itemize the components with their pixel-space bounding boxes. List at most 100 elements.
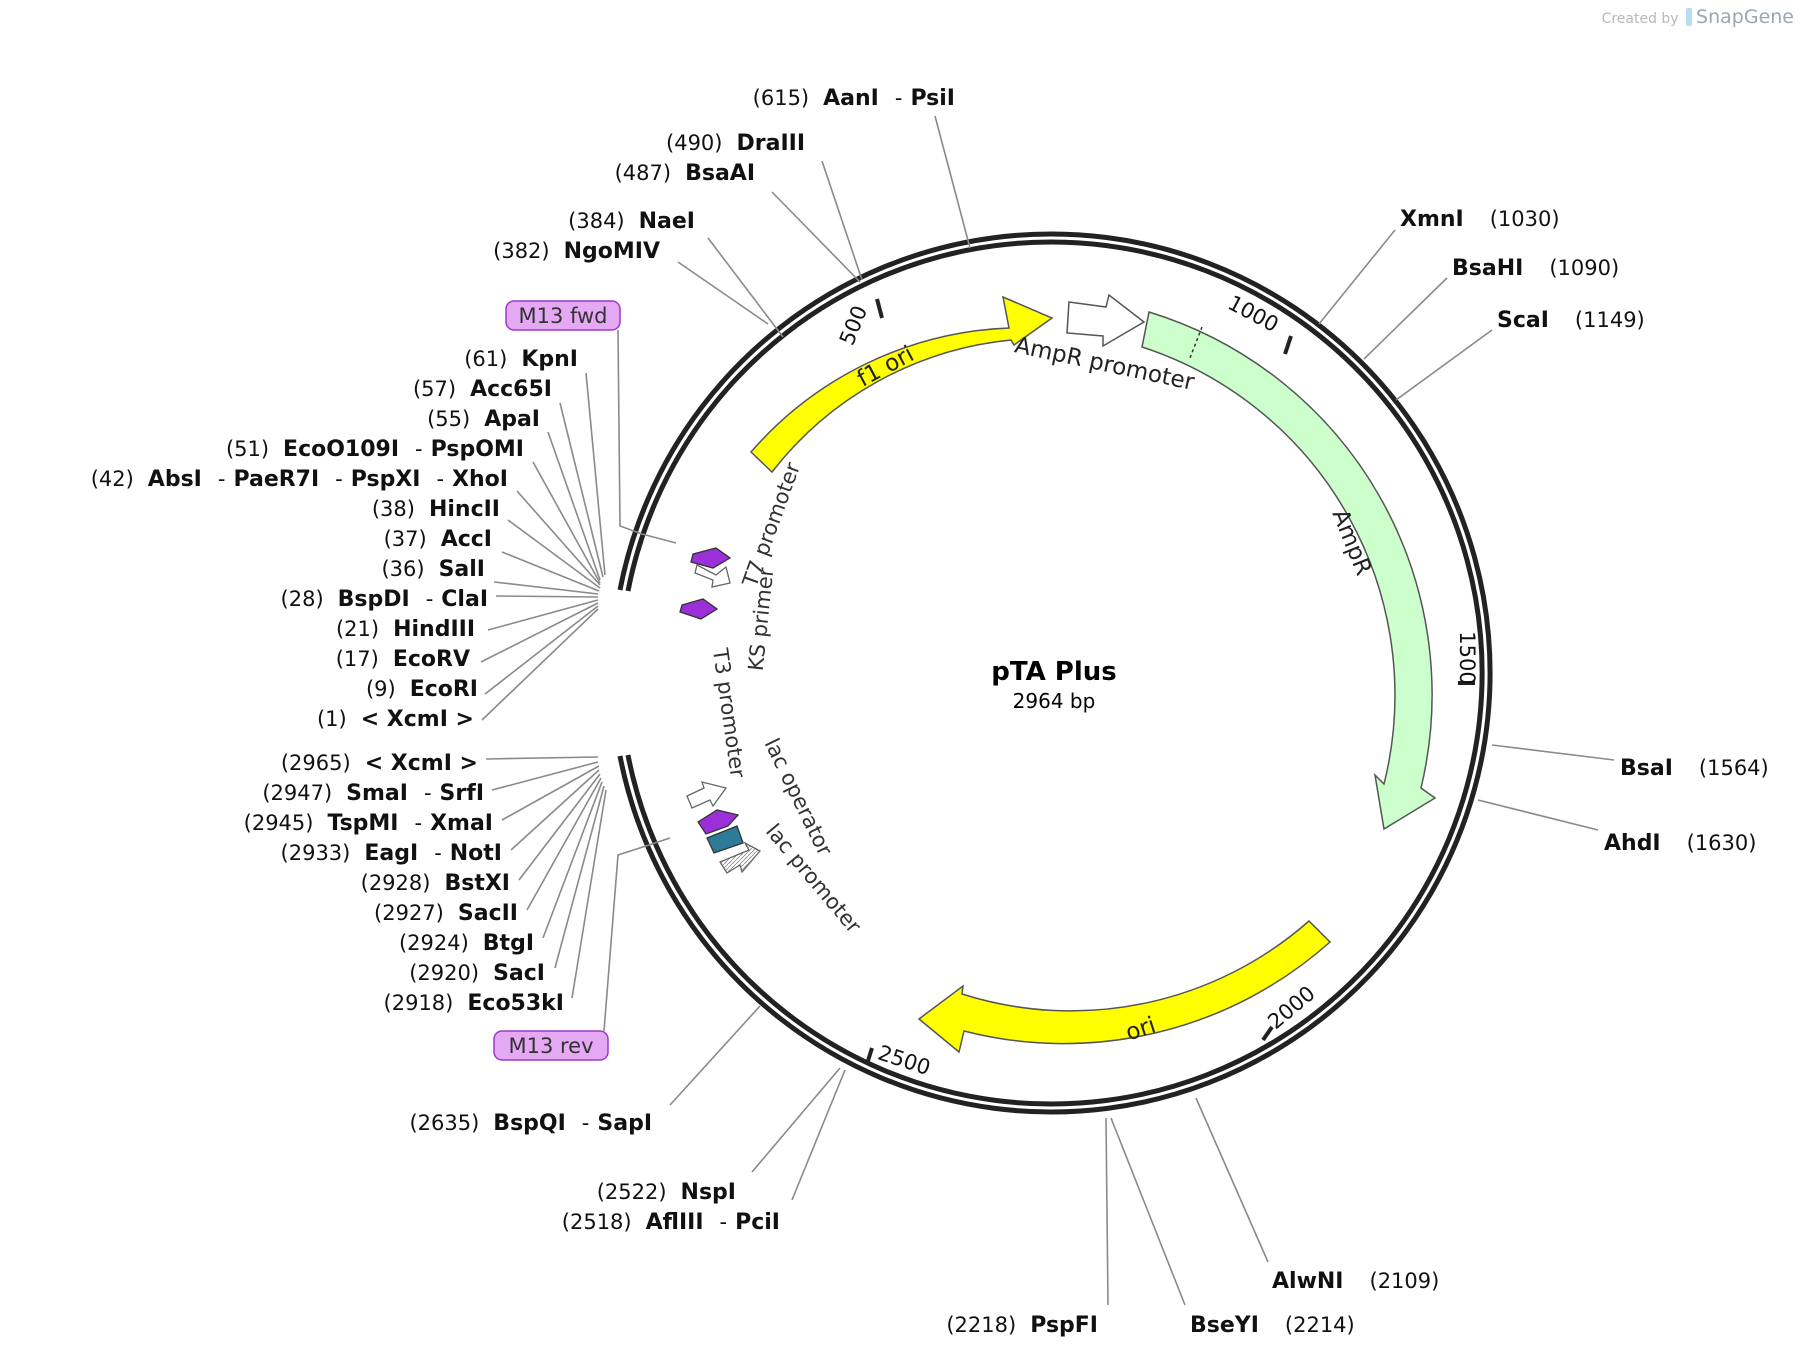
site-position: (2635) bbox=[409, 1111, 479, 1135]
site-label-nspi: (2522)NspI bbox=[597, 1180, 736, 1205]
plasmid-backbone bbox=[617, 231, 1493, 1115]
leader-line-aani bbox=[934, 115, 971, 249]
site-label-acc65i: (57)Acc65I bbox=[413, 377, 552, 402]
site-label-bspdi: (28)BspDI-ClaI bbox=[281, 587, 488, 612]
site-label-ahdi: AhdI(1630) bbox=[1604, 831, 1756, 856]
site-position: (42) bbox=[91, 467, 134, 491]
site-position: (2927) bbox=[374, 901, 444, 925]
site-position: (28) bbox=[281, 587, 324, 611]
enzyme-name: EcoRI bbox=[410, 677, 478, 702]
site-label-aani: (615)AanI-PsiI bbox=[753, 86, 955, 111]
enzyme-separator: - bbox=[436, 467, 444, 491]
site-label-bspqi: (2635)BspQI-SapI bbox=[409, 1111, 652, 1136]
enzyme-name: PciI bbox=[735, 1210, 780, 1235]
leader-line-kpni bbox=[585, 372, 606, 576]
primer-m13-rev: M13 rev bbox=[493, 1030, 609, 1061]
enzyme-name: HincII bbox=[429, 497, 500, 522]
enzyme-name: PsiI bbox=[910, 86, 955, 111]
m13-fwd-label: M13 fwd bbox=[518, 304, 607, 328]
site-label-absi: (42)AbsI-PaeR7I-PspXI-XhoI bbox=[91, 467, 508, 492]
leader-line-saci bbox=[554, 785, 605, 969]
site-position: (1149) bbox=[1575, 308, 1645, 332]
site-position: (2109) bbox=[1370, 1269, 1440, 1293]
plasmid-name: pTA Plus bbox=[991, 657, 1116, 687]
enzyme-name: ScaI bbox=[1497, 308, 1549, 333]
enzyme-name: EagI bbox=[364, 841, 418, 866]
site-label-bsahi: BsaHI (1090) bbox=[1452, 256, 1619, 281]
site-label-eco53ki: (2918) Eco53kI bbox=[384, 991, 564, 1016]
snapgene-brand: SnapGene bbox=[1696, 6, 1794, 28]
leader-line-bsaai bbox=[771, 191, 861, 283]
site-label-bsai: BsaI(1564) bbox=[1620, 756, 1769, 781]
feature-ampr: AmpR bbox=[1141, 311, 1437, 831]
enzyme-separator: - bbox=[218, 467, 226, 491]
enzyme-name: SacI bbox=[493, 961, 545, 986]
enzyme-name: TspMI bbox=[327, 811, 398, 836]
site-label-draiii: (490)DraIII bbox=[666, 131, 805, 156]
site-position: (2933) bbox=[281, 841, 351, 865]
enzyme-name: BseYI bbox=[1190, 1313, 1259, 1338]
site-label-ecori: (9) EcoRI bbox=[366, 677, 478, 702]
leader-line-eagi bbox=[510, 769, 600, 851]
site-position: (2965) bbox=[281, 751, 351, 775]
enzyme-name: BspQI bbox=[493, 1111, 566, 1136]
enzyme-name: XmaI bbox=[430, 811, 493, 836]
enzyme-name: BsaHI bbox=[1452, 256, 1523, 281]
site-position: (2945) bbox=[244, 811, 314, 835]
site-position: (2947) bbox=[262, 781, 332, 805]
enzyme-name: XmnI bbox=[1400, 207, 1464, 232]
enzyme-separator: - bbox=[424, 781, 432, 805]
enzyme-name: NgoMIV bbox=[564, 239, 660, 264]
site-label-acci: (37)AccI bbox=[384, 527, 492, 552]
leader-line-btgi bbox=[542, 781, 603, 939]
enzyme-separator: - bbox=[426, 587, 434, 611]
site-label-alwni: AlwNI(2109) bbox=[1272, 1269, 1439, 1294]
enzyme-name: BspDI bbox=[338, 587, 410, 612]
leader-line-bspdi bbox=[495, 595, 599, 598]
site-position: (382) bbox=[493, 239, 549, 263]
restriction-site-labels: (615) AanI - PsiI (490)DraIII (487) BsaAI (384)… bbox=[91, 86, 1769, 1338]
feature-t7-promoter: T7 promoter bbox=[694, 459, 805, 591]
enzyme-name: HindIII bbox=[393, 617, 475, 642]
enzyme-name: PspXI bbox=[351, 467, 421, 492]
site-position: (615) bbox=[753, 86, 809, 110]
site-position: (38) bbox=[372, 497, 415, 521]
enzyme-name: BsaAI bbox=[685, 161, 755, 186]
enzyme-separator: - bbox=[335, 467, 343, 491]
site-position: (2924) bbox=[399, 931, 469, 955]
site-label-hindiii: (21)HindIII bbox=[336, 617, 475, 642]
enzyme-name: AanI bbox=[823, 86, 879, 111]
enzyme-separator: - bbox=[415, 811, 423, 835]
enzyme-name: ApaI bbox=[484, 407, 540, 432]
enzyme-name: Eco53kI bbox=[467, 991, 564, 1016]
site-position: (1090) bbox=[1549, 256, 1619, 280]
feature-lac-promoter: lac promoter bbox=[719, 819, 866, 938]
enzyme-separator: - bbox=[720, 1210, 728, 1234]
site-label-ngomiv: (382) NgoMIV bbox=[493, 239, 660, 264]
site-position: (2918) bbox=[384, 991, 454, 1015]
enzyme-separator: - bbox=[434, 841, 442, 865]
enzyme-name: BtgI bbox=[483, 931, 534, 956]
site-position: (384) bbox=[568, 209, 624, 233]
leader-line-bsahi bbox=[1363, 277, 1448, 360]
site-position: (487) bbox=[615, 161, 671, 185]
leader-line-acc65i bbox=[559, 402, 604, 578]
site-label-btgi: (2924) BtgI bbox=[399, 931, 534, 956]
leader-line-tspmi bbox=[501, 765, 600, 821]
site-position: (9) bbox=[366, 677, 396, 701]
enzyme-name: NaeI bbox=[639, 209, 695, 234]
leader-line-alwni bbox=[1195, 1097, 1269, 1263]
site-label-xmni: XmnI(1030) bbox=[1400, 207, 1560, 232]
enzyme-name: AbsI bbox=[148, 467, 202, 492]
f1-ori-label: f1 ori bbox=[853, 341, 918, 392]
site-label-kpni: (61)KpnI bbox=[464, 347, 578, 372]
site-label-bstxi: (2928)BstXI bbox=[361, 871, 510, 896]
leader-line-bspqi bbox=[669, 1005, 761, 1106]
enzyme-name: SacII bbox=[458, 901, 518, 926]
enzyme-name: XhoI bbox=[452, 467, 508, 492]
site-position: (1) bbox=[317, 707, 347, 731]
site-position: (37) bbox=[384, 527, 427, 551]
site-label-bsaai: (487) BsaAI bbox=[615, 161, 755, 186]
site-position: (36) bbox=[381, 557, 424, 581]
site-label-sacii: (2927) SacII bbox=[374, 901, 518, 926]
